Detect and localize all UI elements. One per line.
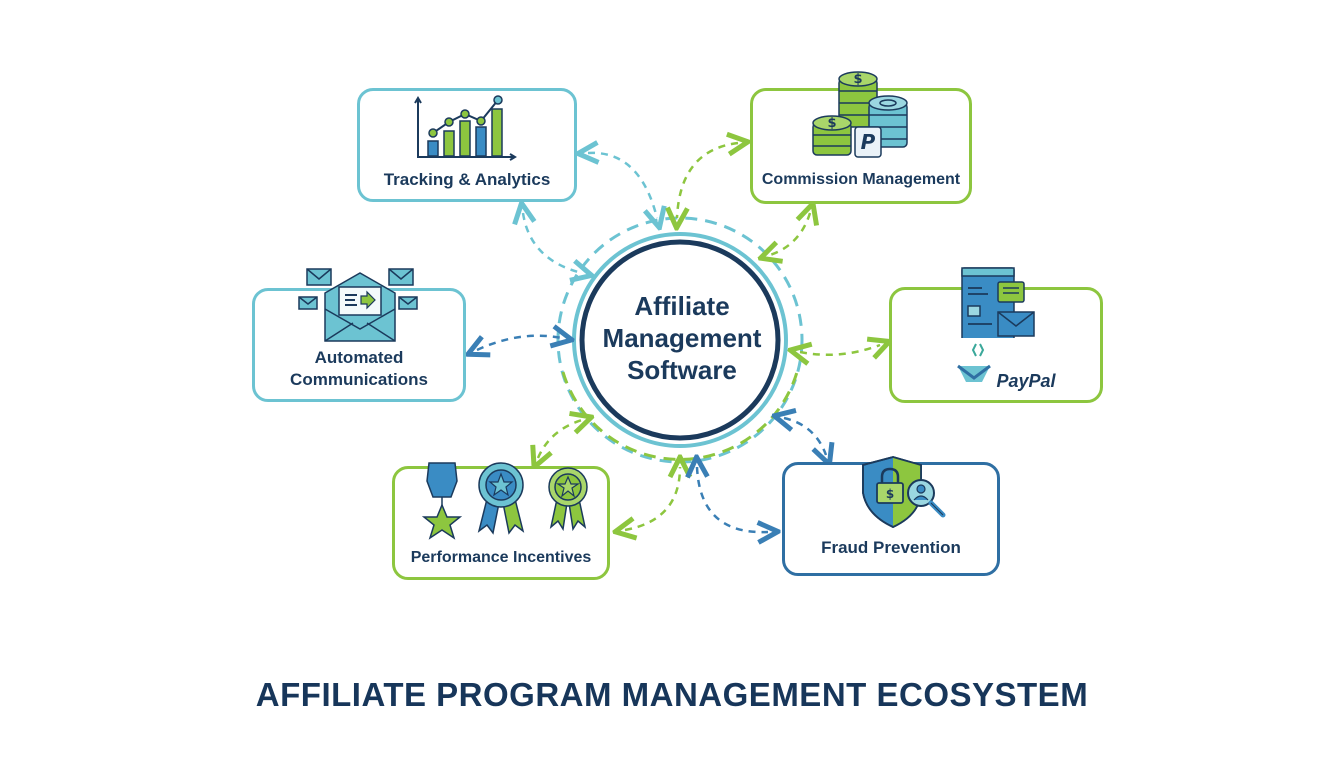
node-label: Fraud Prevention xyxy=(821,538,961,557)
node-label: Commission Management xyxy=(761,171,961,188)
svg-text:P: P xyxy=(861,130,876,154)
node-fraud-prevention[interactable]: $ Fraud Prevention xyxy=(782,456,1000,576)
node-automated-communications[interactable]: Automated Communications xyxy=(252,268,466,402)
node-label: Performance Incentives xyxy=(410,549,592,566)
svg-text:$: $ xyxy=(886,487,894,501)
center-hub[interactable]: Affiliate Management Software xyxy=(582,290,782,386)
node-label: Tracking & Analytics xyxy=(383,170,551,189)
center-line-1: Affiliate xyxy=(634,291,730,321)
award-ribbons-icon xyxy=(421,462,588,540)
node-payments-paypal[interactable]: PayPal xyxy=(889,267,1103,403)
node-label-line1: Automated xyxy=(314,348,404,367)
browser-email-icon xyxy=(961,267,1035,338)
center-line-2: Management xyxy=(602,323,762,353)
diagram-title: AFFILIATE PROGRAM MANAGEMENT ECOSYSTEM xyxy=(255,676,1089,713)
paypal-label: PayPal xyxy=(952,370,1100,392)
envelopes-icon xyxy=(298,268,418,342)
svg-text:$: $ xyxy=(827,116,836,131)
svg-text:$: $ xyxy=(853,72,862,87)
node-tracking-analytics[interactable]: Tracking & Analytics xyxy=(357,88,577,202)
coin-stacks-icon: $ $ P xyxy=(812,71,908,158)
node-commission-management[interactable]: $ $ P Commission Management xyxy=(750,71,972,204)
inner-ring xyxy=(579,239,781,441)
node-label-line2: Communications xyxy=(290,370,428,389)
node-performance-incentives[interactable]: Performance Incentives xyxy=(392,462,610,580)
bar-line-chart-icon xyxy=(414,95,517,161)
paypal-logo-icon xyxy=(957,343,991,382)
paypal-text: PayPal xyxy=(996,371,1056,391)
center-line-3: Software xyxy=(627,355,737,385)
shield-lock-magnifier-icon: $ xyxy=(862,456,946,528)
